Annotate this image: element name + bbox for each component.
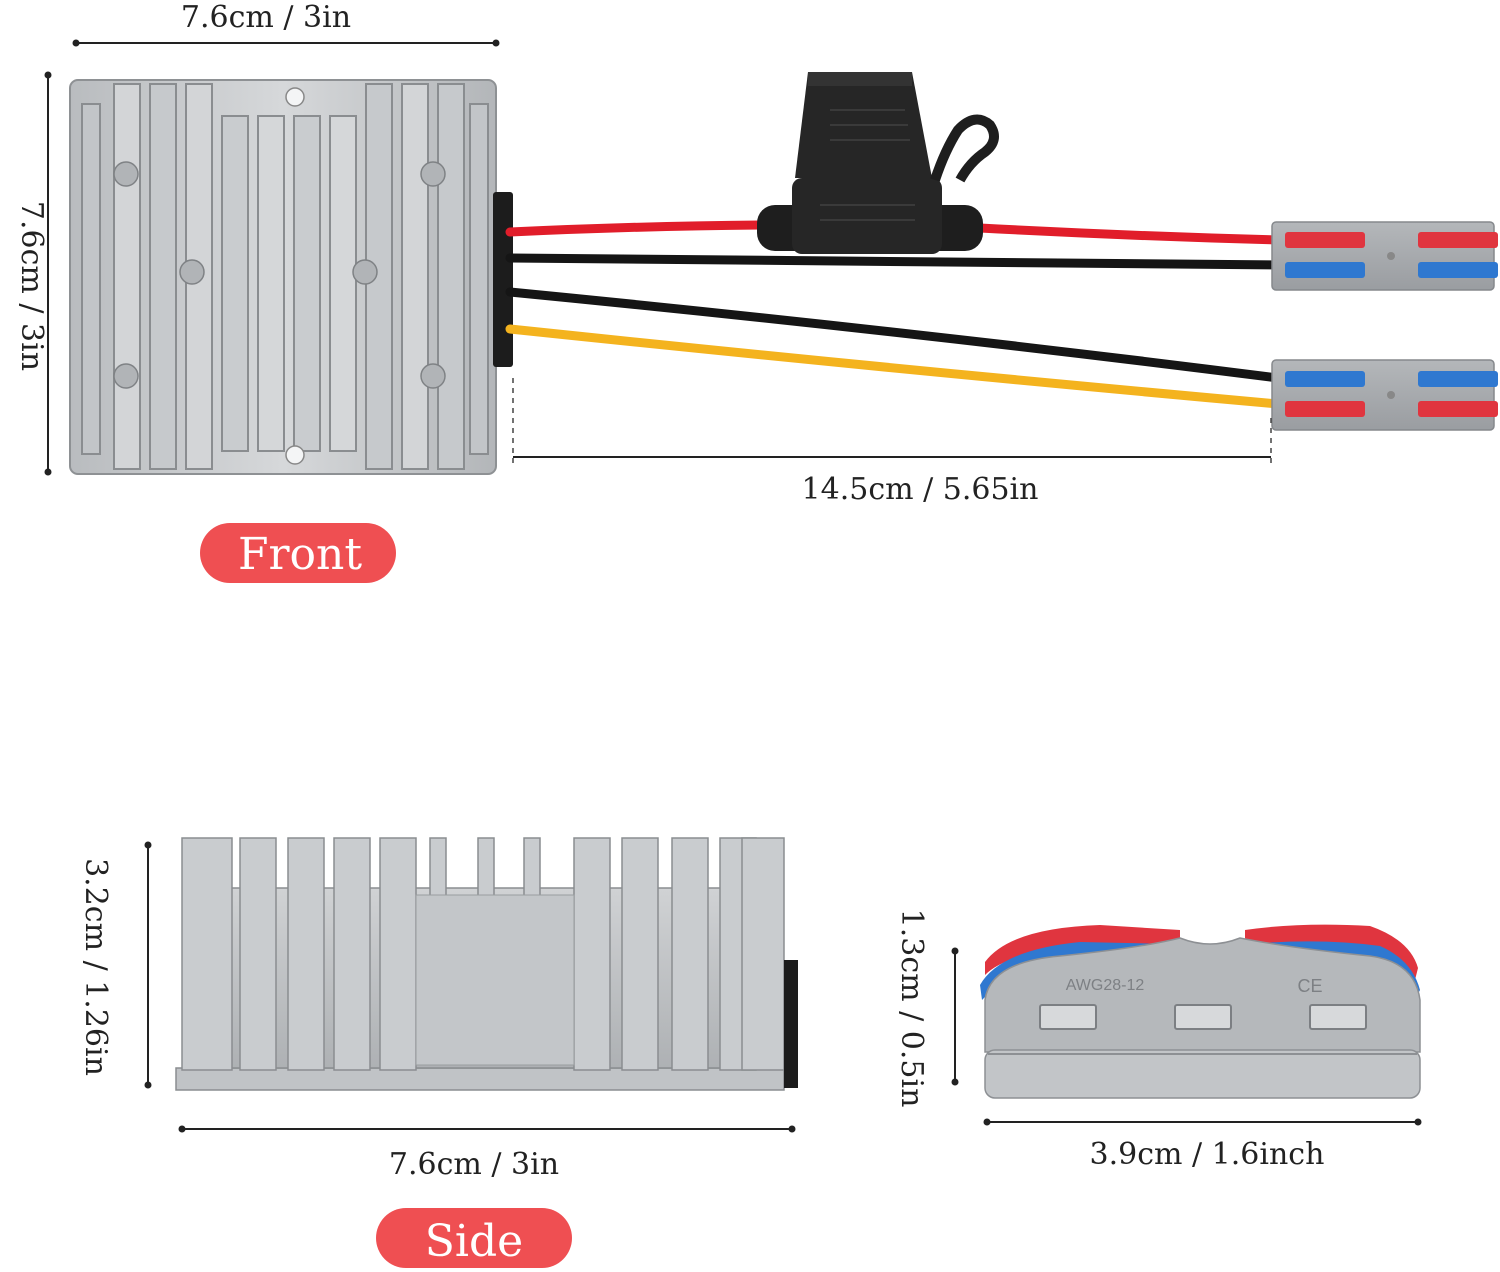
cable-gland — [493, 192, 513, 367]
connector-gauge-marking: AWG28-12 — [1066, 977, 1145, 994]
front-view: 7.6cm / 3in 7.6cm / 3in — [14, 0, 1498, 583]
side-width-label: 7.6cm / 3in — [389, 1147, 559, 1182]
side-cable-gland — [784, 960, 798, 1088]
wire-black-1 — [505, 253, 1283, 270]
front-height-dimension: 7.6cm / 3in — [14, 71, 52, 476]
side-badge-label: Side — [425, 1216, 523, 1267]
fuse-cap-strap — [930, 114, 999, 183]
connector-height-dimension: 1.3cm / 0.5in — [894, 909, 959, 1108]
side-height-dimension: 3.2cm / 1.26in — [78, 841, 152, 1089]
side-badge: Side — [376, 1208, 572, 1268]
connector-width-dimension: 3.9cm / 1.6inch — [983, 1118, 1422, 1172]
front-badge-label: Front — [238, 529, 362, 580]
inline-fuse-holder — [757, 72, 999, 254]
side-height-label: 3.2cm / 1.26in — [78, 858, 113, 1076]
wire-red-output — [975, 223, 1283, 245]
connector-width-label: 3.9cm / 1.6inch — [1090, 1137, 1325, 1172]
cable-length-label: 14.5cm / 5.65in — [802, 472, 1039, 507]
connector-height-label: 1.3cm / 0.5in — [894, 909, 929, 1108]
connector-view: 1.3cm / 0.5in AWG28-12 CE — [894, 909, 1422, 1172]
side-width-dimension: 7.6cm / 3in — [178, 1125, 796, 1182]
cable-length-dimension: 14.5cm / 5.65in — [512, 378, 1272, 507]
front-width-dimension: 7.6cm / 3in — [72, 0, 500, 47]
lever-connector-output — [1271, 359, 1498, 431]
lever-connector-closeup: AWG28-12 CE — [980, 924, 1421, 1099]
converter-heatsink-front — [69, 79, 513, 475]
mounting-holes — [285, 87, 305, 465]
wires — [505, 220, 1283, 409]
heatsink-screws — [113, 161, 446, 389]
connector-cert-marking: CE — [1297, 976, 1322, 996]
front-width-label: 7.6cm / 3in — [181, 0, 351, 35]
side-fins — [181, 837, 785, 1071]
front-badge: Front — [200, 523, 396, 583]
lever-connector-input — [1271, 221, 1498, 291]
connector-test-windows — [1039, 1004, 1367, 1030]
wire-yellow — [505, 324, 1283, 409]
side-view: 3.2cm / 1.26in — [78, 837, 798, 1268]
converter-heatsink-side — [175, 837, 798, 1091]
wire-red-input — [505, 220, 765, 237]
front-height-label: 7.6cm / 3in — [14, 201, 49, 371]
wire-black-2 — [505, 287, 1283, 383]
